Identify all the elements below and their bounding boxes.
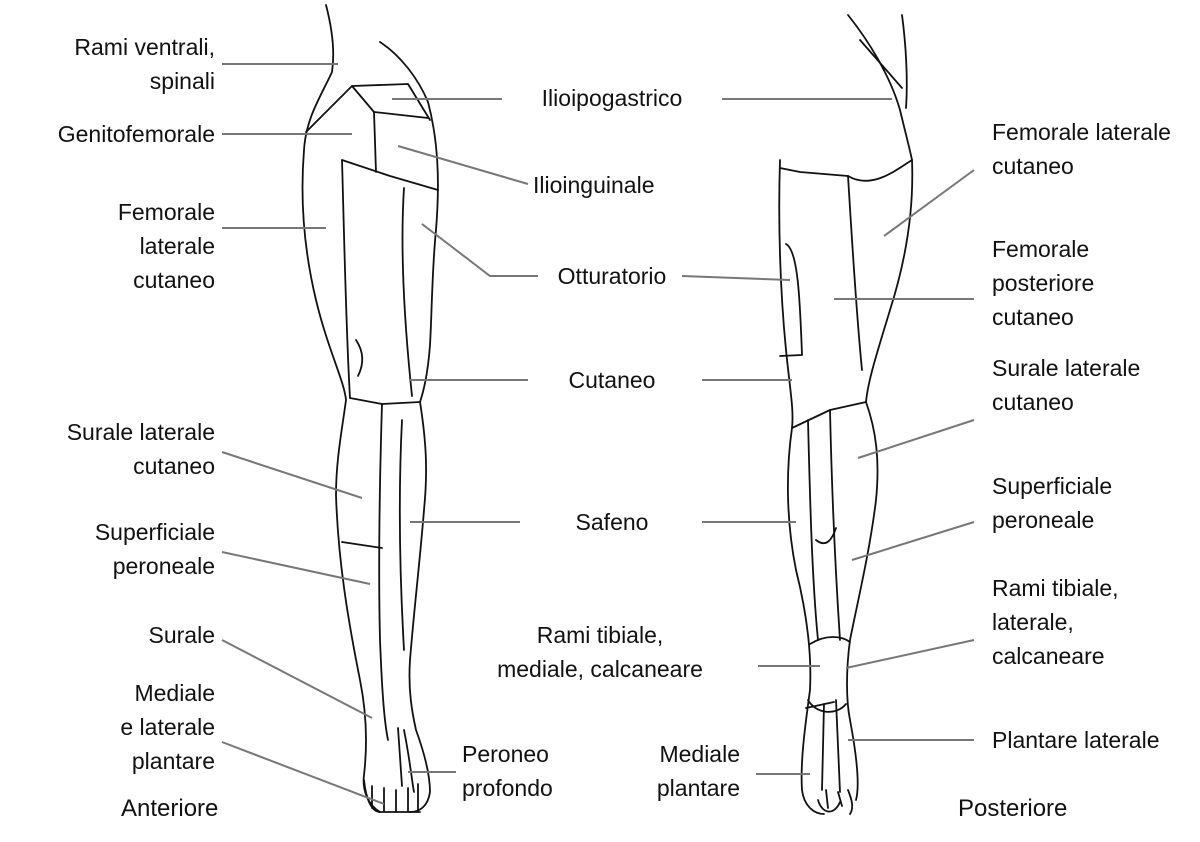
label-plantare-laterale: Plantare laterale [992,727,1160,753]
label-superficiale-peroneale-posterior: Superficiale peroneale [992,473,1113,533]
leader-surale-laterale-post [857,419,975,459]
caption-anterior-view: Anteriore [121,795,219,822]
posterior-leg-medial-contour [778,159,825,815]
posterior-waist-contour [901,14,908,109]
label-rami-tibiale-mediale-calcaneare: Rami tibiale, mediale, calcaneare [497,622,703,682]
anterior-lower-leg-band [341,541,383,549]
anterior-leg-lateral-contour [301,4,381,813]
label-rami-ventrali-spinali: Rami ventrali, spinali [74,34,215,94]
anterior-shin-line-a [378,403,389,741]
posterior-calf-lines [807,409,841,641]
leader-superficiale-peroneale-ant [221,551,371,585]
posterior-ankle-band [809,636,851,645]
posterior-leg-drawing [778,14,914,815]
label-femorale-posteriore-cutaneo: Femorale posteriore cutaneo [992,236,1095,330]
posterior-calf-detail [815,527,837,545]
label-ilioipogastrico: Ilioipogastrico [541,85,683,111]
leader-ilioinguinale [397,145,529,185]
anterior-inguinal-boundary [341,159,439,191]
leader-otturatorio-ant [421,223,538,277]
posterior-buttock-contour [847,14,913,161]
anterior-hip-boundary [351,83,431,121]
anterior-knee-boundary [349,397,421,405]
anterior-groin-boundary [305,85,377,173]
label-cutaneo: Cutaneo [568,367,656,393]
leader-surale-ant [221,639,373,719]
leader-lines [221,63,975,805]
leader-otturatorio-post [681,275,791,281]
label-rami-tibiale-laterale-calcaneare: Rami tibiale, laterale, calcaneare [992,575,1119,669]
caption-posterior-view: Posteriore [958,795,1068,822]
anterior-foot-detail [397,727,415,793]
label-mediale-plantare: Mediale plantare [656,741,740,801]
posterior-thigh-center-line [847,175,863,371]
posterior-heel [805,699,854,815]
label-genitofemorale: Genitofemorale [57,121,215,147]
label-peroneo-profondo: Peroneo profondo [462,741,553,801]
anterior-leg-drawing [301,4,439,813]
label-femorale-laterale-cutaneo-posterior: Femorale laterale cutaneo [992,119,1171,179]
label-surale-laterale-cutaneo-posterior: Surale laterale cutaneo [992,355,1141,415]
anterior-leg-toes [363,779,421,813]
label-safeno: Safeno [575,509,649,535]
leader-surale-laterale-ant [221,451,363,499]
anterior-thigh-lateral-line [341,159,351,399]
posterior-knee-boundary [791,401,867,429]
leader-mediale-laterale-plantare [221,741,385,805]
label-femorale-laterale-cutaneo-anterior: Femorale laterale cutaneo [117,199,215,293]
leader-superficiale-peroneale-post [851,521,975,561]
label-surale-laterale-cutaneo-anterior: Surale laterale cutaneo [66,419,215,479]
posterior-thigh-medial-box [779,243,803,357]
anterior-inguinal-divider [373,111,429,119]
label-surale: Surale [148,622,215,648]
label-otturatorio: Otturatorio [557,263,667,289]
anterior-shin-line-b [398,419,405,651]
posterior-leg-lateral-contour [846,159,914,801]
leader-femorale-laterale-post [883,169,975,237]
label-mediale-e-laterale-plantare: Mediale e laterale plantare [120,680,215,774]
posterior-thigh-lateral-band [847,159,913,182]
anterior-knee-detail [355,339,364,377]
posterior-foot-lines [821,699,841,793]
label-ilioinguinale: Ilioinguinale [533,172,655,198]
posterior-hip-line [859,39,903,89]
anterior-leg-medial-contour [379,41,439,813]
anterior-thigh-medial-line [401,187,413,397]
label-superficiale-peroneale-anterior: Superficiale peroneale [94,519,215,579]
posterior-gluteal-fold [779,167,849,177]
leader-rami-tibiale-laterale [845,639,975,669]
